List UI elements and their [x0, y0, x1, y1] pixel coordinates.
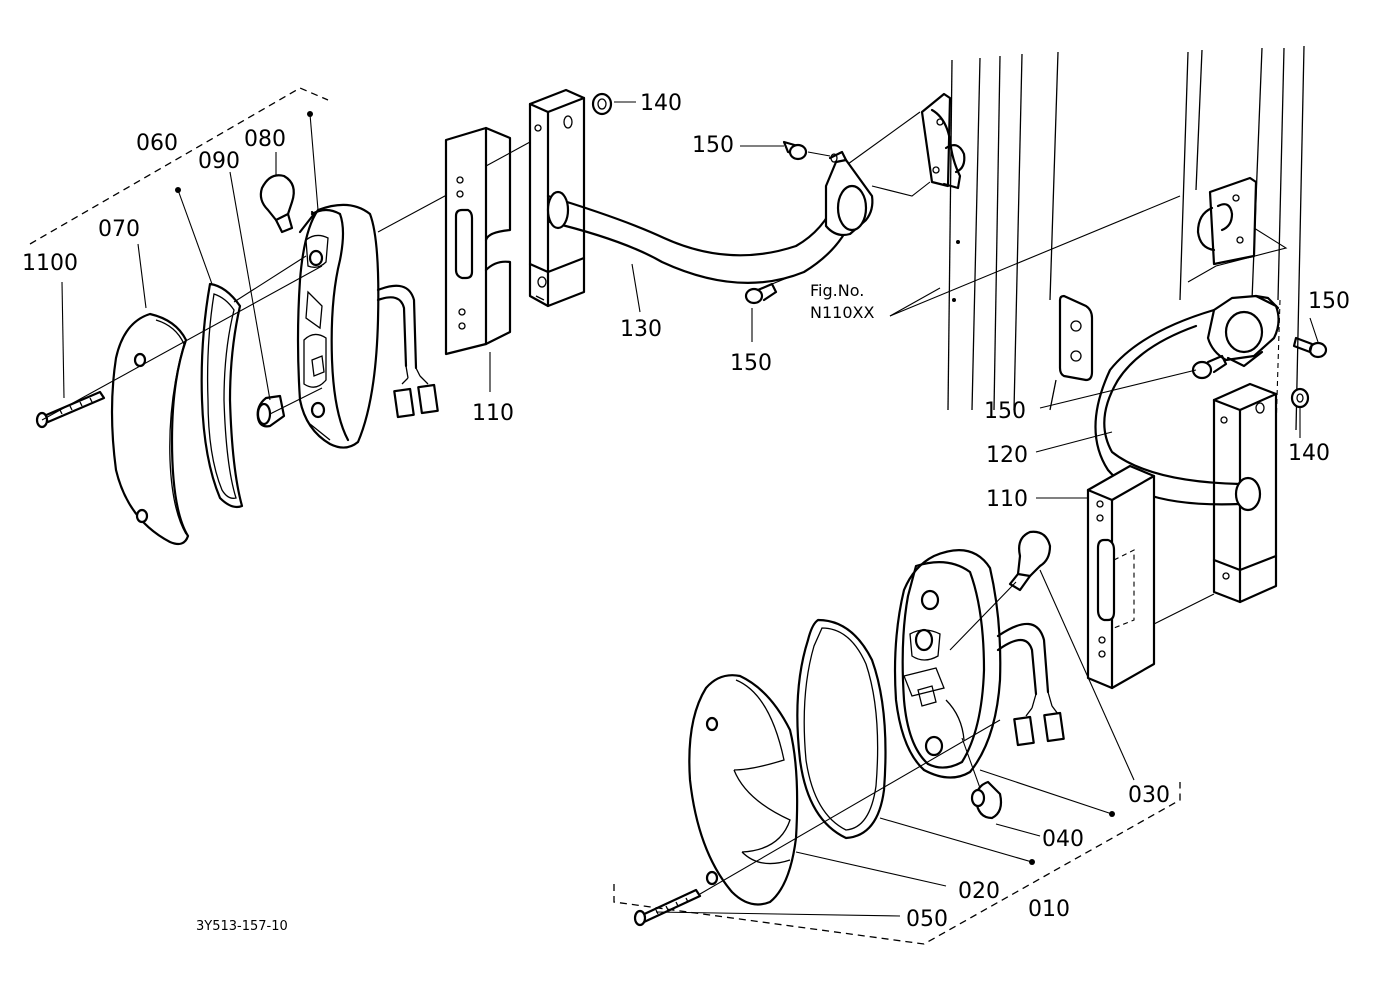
callout-140-left: 140 [640, 91, 682, 116]
leader-frame-upper [847, 111, 921, 165]
screw-left [35, 390, 106, 429]
leader-frame-upper-b [871, 181, 931, 197]
fig-ref-line1: Fig.No. [810, 281, 864, 300]
callout-150-lower: 150 [730, 351, 772, 376]
callout-010: 010 [1028, 897, 1070, 922]
callout-leaders [61, 101, 1319, 917]
callout-140-right: 140 [1288, 441, 1330, 466]
callout-labels: 1100 070 060 090 080 110 130 140 150 150… [22, 91, 1350, 934]
left-nut [591, 92, 613, 116]
right-bracket [1094, 294, 1280, 604]
callout-150-right: 150 [1308, 289, 1350, 314]
right-bracket-cover [1086, 464, 1156, 690]
frame-bracket-lower [1196, 176, 1258, 266]
screw-150-right-a [1292, 336, 1328, 359]
callout-120: 120 [986, 443, 1028, 468]
vehicle-frame [947, 45, 1305, 431]
left-small-bulb [256, 394, 286, 428]
left-bracket-cover [444, 126, 512, 356]
screw-150-right-b [1191, 354, 1228, 380]
callout-090: 090 [198, 149, 240, 174]
screw-150-lower [744, 275, 793, 305]
left-lamp-group-border [29, 87, 329, 245]
callout-110-right: 110 [986, 487, 1028, 512]
leader-frame-lower [1187, 227, 1288, 283]
callout-1100: 1100 [22, 251, 78, 276]
callout-070: 070 [98, 217, 140, 242]
left-assembly-leaders [41, 141, 531, 421]
leader-cover-right [1153, 593, 1215, 625]
frame-bracket-upper [920, 92, 966, 190]
callout-130: 130 [620, 317, 662, 342]
callout-110-left: 110 [472, 401, 514, 426]
left-lamp-housing [296, 203, 439, 449]
right-small-bulb [961, 737, 1003, 820]
callout-150-mid: 150 [984, 399, 1026, 424]
right-lamp-group-border [613, 782, 1181, 945]
callout-150-upper: 150 [692, 133, 734, 158]
right-large-bulb [949, 530, 1052, 651]
callout-080: 080 [244, 127, 286, 152]
right-lens [688, 674, 799, 906]
left-bracket [528, 88, 874, 308]
right-gasket [796, 618, 887, 840]
nut-140-right [1290, 387, 1310, 409]
callout-040: 040 [1042, 827, 1084, 852]
right-lamp-housing [893, 549, 1065, 779]
screw-150-upper [782, 140, 831, 161]
fig-ref-line2: N110XX [810, 303, 874, 322]
left-gasket [200, 282, 244, 509]
callout-020: 020 [958, 879, 1000, 904]
drawing-code: 3Y513-157-10 [196, 919, 288, 934]
left-lens [110, 312, 190, 546]
left-large-bulb [259, 174, 295, 234]
callout-030: 030 [1128, 783, 1170, 808]
callout-060: 060 [136, 131, 178, 156]
callout-050: 050 [906, 907, 948, 932]
